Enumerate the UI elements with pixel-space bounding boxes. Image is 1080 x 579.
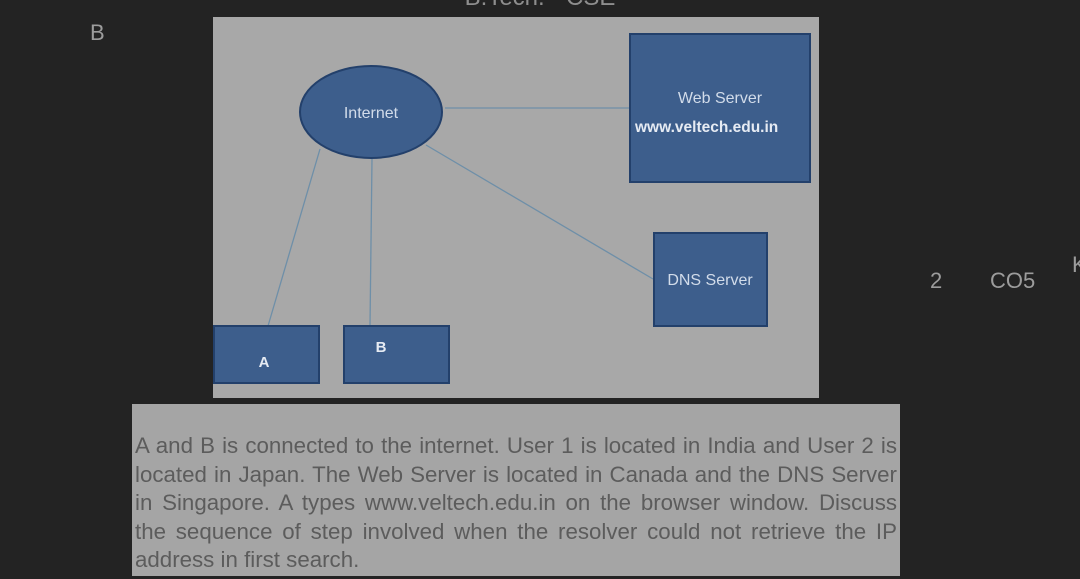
host-b-node [343,325,450,384]
page-header: B.Tech. - CSE [0,0,1080,12]
cut-off-level-text: K [1072,252,1080,277]
link-internet-dns [425,144,654,280]
network-diagram-svg: Internet Web Server www.veltech.edu.in D… [213,33,811,384]
dns-server-label: DNS Server [667,272,753,289]
web-server-url: www.veltech.edu.in [634,119,778,136]
dns-server-node [653,232,768,327]
internet-node [299,65,443,159]
link-internet-host-b [369,158,373,327]
option-letter: B [90,20,105,45]
marks-value: 2 [930,268,943,293]
host-b-label: B [376,339,387,356]
course-outcome: CO5 [990,268,1036,293]
host-a-node [213,325,320,384]
internet-label: Internet [344,105,399,122]
web-server-node [629,33,811,183]
web-server-label: Web Server [678,90,763,107]
question-box: A and B is connected to the internet. Us… [132,404,900,576]
link-internet-host-a [267,148,321,327]
question-text: A and B is connected to the internet. Us… [135,433,897,572]
network-diagram: Internet Web Server www.veltech.edu.in D… [213,17,819,398]
host-a-label: A [259,354,270,371]
